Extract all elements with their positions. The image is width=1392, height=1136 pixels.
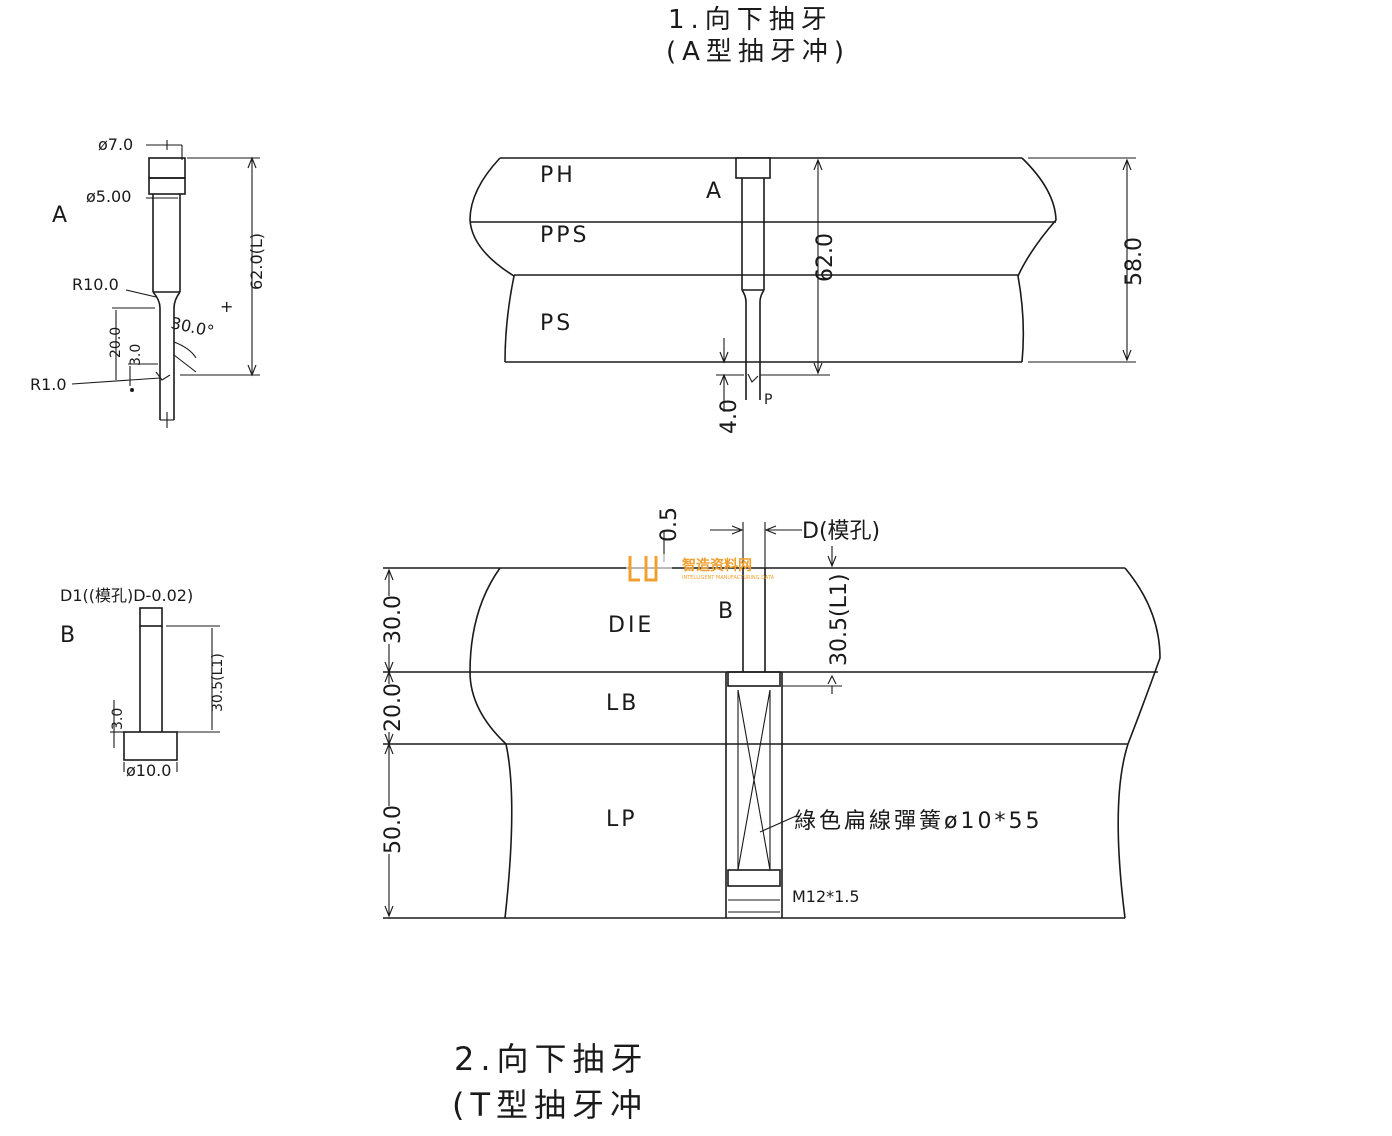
assembly-b-punch-label: B bbox=[718, 599, 736, 624]
assembly-a-plate-ph: PH bbox=[540, 163, 576, 188]
spring-x-2 bbox=[737, 689, 771, 871]
part-a-label: A bbox=[52, 203, 70, 228]
assembly-b-dim-05: 0.5 bbox=[657, 507, 682, 542]
assembly-a-dim-62: 62.0 bbox=[813, 233, 838, 282]
part-b-tip bbox=[139, 607, 163, 627]
watermark-text: 智造资料网 bbox=[681, 557, 752, 574]
assembly-a-punch-label: A bbox=[706, 179, 724, 204]
part-b-len-l1: 30.5(L1) bbox=[210, 653, 226, 712]
part-a-r-tip: R1.0 bbox=[30, 375, 67, 394]
watermark-logo: 智造资料网 INTELLIGENT MANUFACTURING DATA bbox=[626, 554, 775, 584]
watermark-icon bbox=[628, 556, 658, 582]
part-a-head bbox=[148, 157, 186, 179]
part-b-len-3: 3.0 bbox=[110, 708, 126, 730]
assembly-b-plate-lb: LB bbox=[606, 691, 639, 716]
assembly-b-left-edge bbox=[469, 567, 513, 919]
part-a-len-20: 20.0 bbox=[108, 327, 124, 358]
assembly-a-plate-pps: PPS bbox=[540, 223, 590, 248]
assembly-a: PH PPS PS A P 62.0 58.0 4.0 bbox=[469, 157, 1147, 434]
title2-line1: 2.向下抽牙 bbox=[454, 1040, 649, 1078]
part-a-detail: A 62.0(L) ø7.0 ø5.00 R10.0 30.0° bbox=[30, 135, 266, 428]
part-a-d-top: ø7.0 bbox=[98, 135, 133, 154]
part-b-detail: D1((模孔)D-0.02) B 30.5(L1) 3.0 ø10.0 bbox=[60, 586, 226, 780]
assembly-b-dim-50: 50.0 bbox=[381, 805, 406, 854]
assembly-a-p-label: P bbox=[764, 392, 772, 408]
assembly-b-punch-head bbox=[727, 671, 781, 687]
assembly-b-screw-note: M12*1.5 bbox=[792, 887, 860, 906]
part-a-len-total: 62.0(L) bbox=[247, 233, 266, 290]
assembly-b-hole-note: D(模孔) bbox=[802, 519, 880, 544]
part-a-angle: 30.0° bbox=[169, 313, 216, 341]
svg-text:+: + bbox=[220, 297, 233, 316]
part-a-d-body: ø5.00 bbox=[86, 187, 131, 206]
part-a-neck bbox=[148, 177, 186, 195]
assembly-b-spring-note: 綠色扁線彈簧ø10*55 bbox=[794, 809, 1042, 834]
assembly-b-plate-die: DIE bbox=[608, 613, 654, 638]
part-b-d-head: ø10.0 bbox=[126, 761, 171, 780]
assembly-a-right-edge bbox=[1017, 157, 1057, 363]
assembly-a-left-edge bbox=[469, 157, 515, 363]
watermark-sub: INTELLIGENT MANUFACTURING DATA bbox=[682, 575, 775, 581]
assembly-b-right-edge bbox=[1117, 567, 1161, 919]
title1-line1: 1.向下抽牙 bbox=[668, 5, 833, 35]
assembly-a-dim-4: 4.0 bbox=[717, 399, 742, 434]
part-a-len-3: 3.0 bbox=[128, 344, 144, 366]
assembly-b-dim-20: 20.0 bbox=[381, 683, 406, 732]
assembly-b: DIE LB LP B 綠色扁線彈簧ø10*55 M12*1.5 0.5 D(模… bbox=[378, 507, 1161, 919]
assembly-b-plate-lp: LP bbox=[606, 807, 638, 832]
title2-line2: (T型抽牙冲 bbox=[452, 1086, 648, 1124]
part-b-label: B bbox=[60, 623, 78, 648]
assembly-b-dim-305: 30.5(L1) bbox=[827, 574, 852, 666]
assembly-b-dim-30: 30.0 bbox=[381, 595, 406, 644]
assembly-a-punch-head bbox=[735, 157, 771, 179]
title1-line2: (A型抽牙冲) bbox=[666, 37, 850, 67]
assembly-a-plate-ps: PS bbox=[540, 311, 573, 336]
part-a-r-main: R10.0 bbox=[72, 275, 119, 294]
part-b-d1-note: D1((模孔)D-0.02) bbox=[60, 586, 193, 605]
assembly-b-screw bbox=[727, 869, 781, 887]
assembly-a-dim-58: 58.0 bbox=[1122, 237, 1147, 286]
part-b-head bbox=[123, 731, 178, 761]
